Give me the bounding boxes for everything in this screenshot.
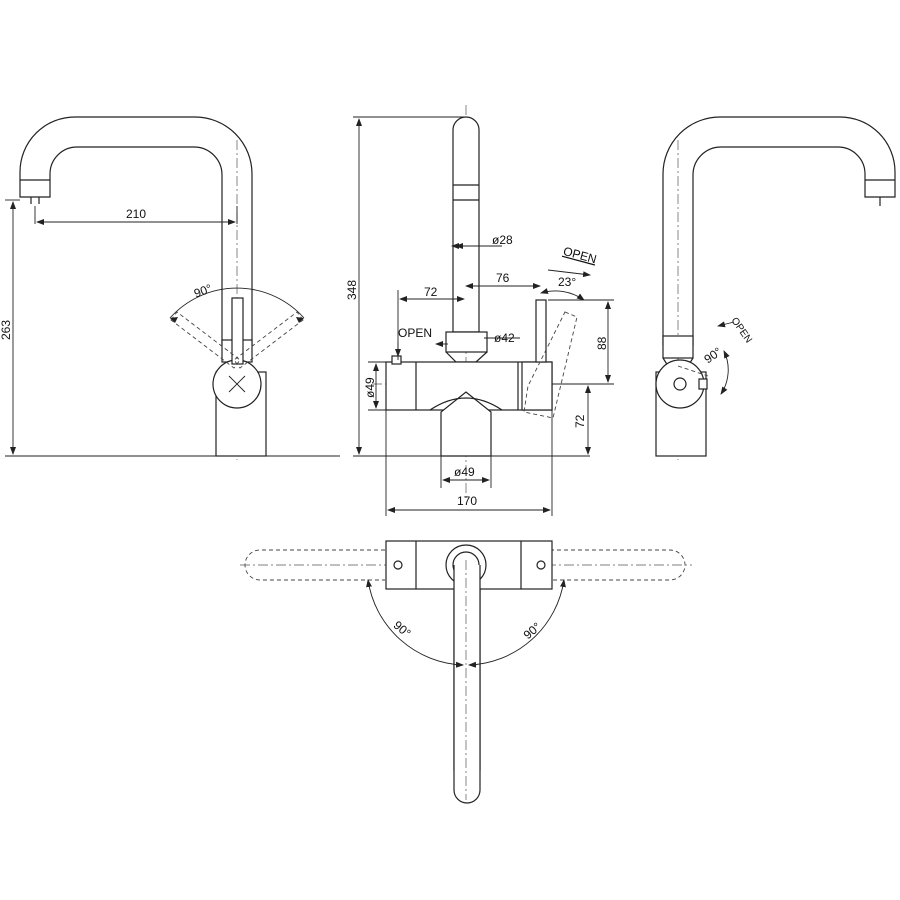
- front-open-label: OPEN: [562, 244, 598, 266]
- body-width-label: 170: [457, 494, 477, 508]
- front-lever: [535, 299, 547, 363]
- spout-offset-label: 72: [424, 285, 438, 299]
- top-right-screw: [536, 560, 546, 570]
- button-open-label: OPEN: [398, 326, 432, 340]
- top-left-screw: [393, 560, 403, 570]
- left-height-label: 263: [0, 320, 13, 340]
- top-angle-left-label: 90°: [391, 618, 414, 641]
- lever-height-label: 88: [595, 336, 609, 350]
- right-lever-collar: [662, 335, 694, 359]
- left-side-view: 90° 210 263: [0, 116, 340, 460]
- lever-offset-label: 76: [496, 271, 510, 285]
- front-view: 348 ø28 76 72 OPEN 23° 88 72 OPEN ø42 ø4…: [345, 105, 614, 516]
- front-button: [391, 355, 402, 365]
- base-height-label: 72: [573, 414, 587, 428]
- right-lever: [698, 378, 708, 390]
- front-lever-head: [521, 361, 553, 411]
- base-diameter-label: ø49: [454, 465, 475, 479]
- spout-diameter-label: ø28: [492, 233, 513, 247]
- right-spout: [662, 116, 896, 346]
- top-view: 90° 90°: [240, 540, 692, 804]
- spout-reach-label: 210: [126, 207, 146, 221]
- lever-tilt-label: 23°: [558, 275, 576, 289]
- right-body-circle: [655, 359, 705, 409]
- left-spout: [19, 116, 253, 346]
- front-spout-base: [445, 331, 488, 353]
- body-diameter-side-label: ø49: [363, 377, 377, 398]
- top-angle-right-label: 90°: [521, 620, 544, 643]
- front-spout-tube: [452, 116, 480, 333]
- right-open-label: OPEN: [729, 316, 754, 346]
- right-side-view: 90° OPEN: [655, 116, 896, 460]
- front-height-label: 348: [345, 280, 359, 300]
- right-angle-label: 90°: [701, 344, 724, 366]
- left-angle-label: 90°: [192, 281, 214, 300]
